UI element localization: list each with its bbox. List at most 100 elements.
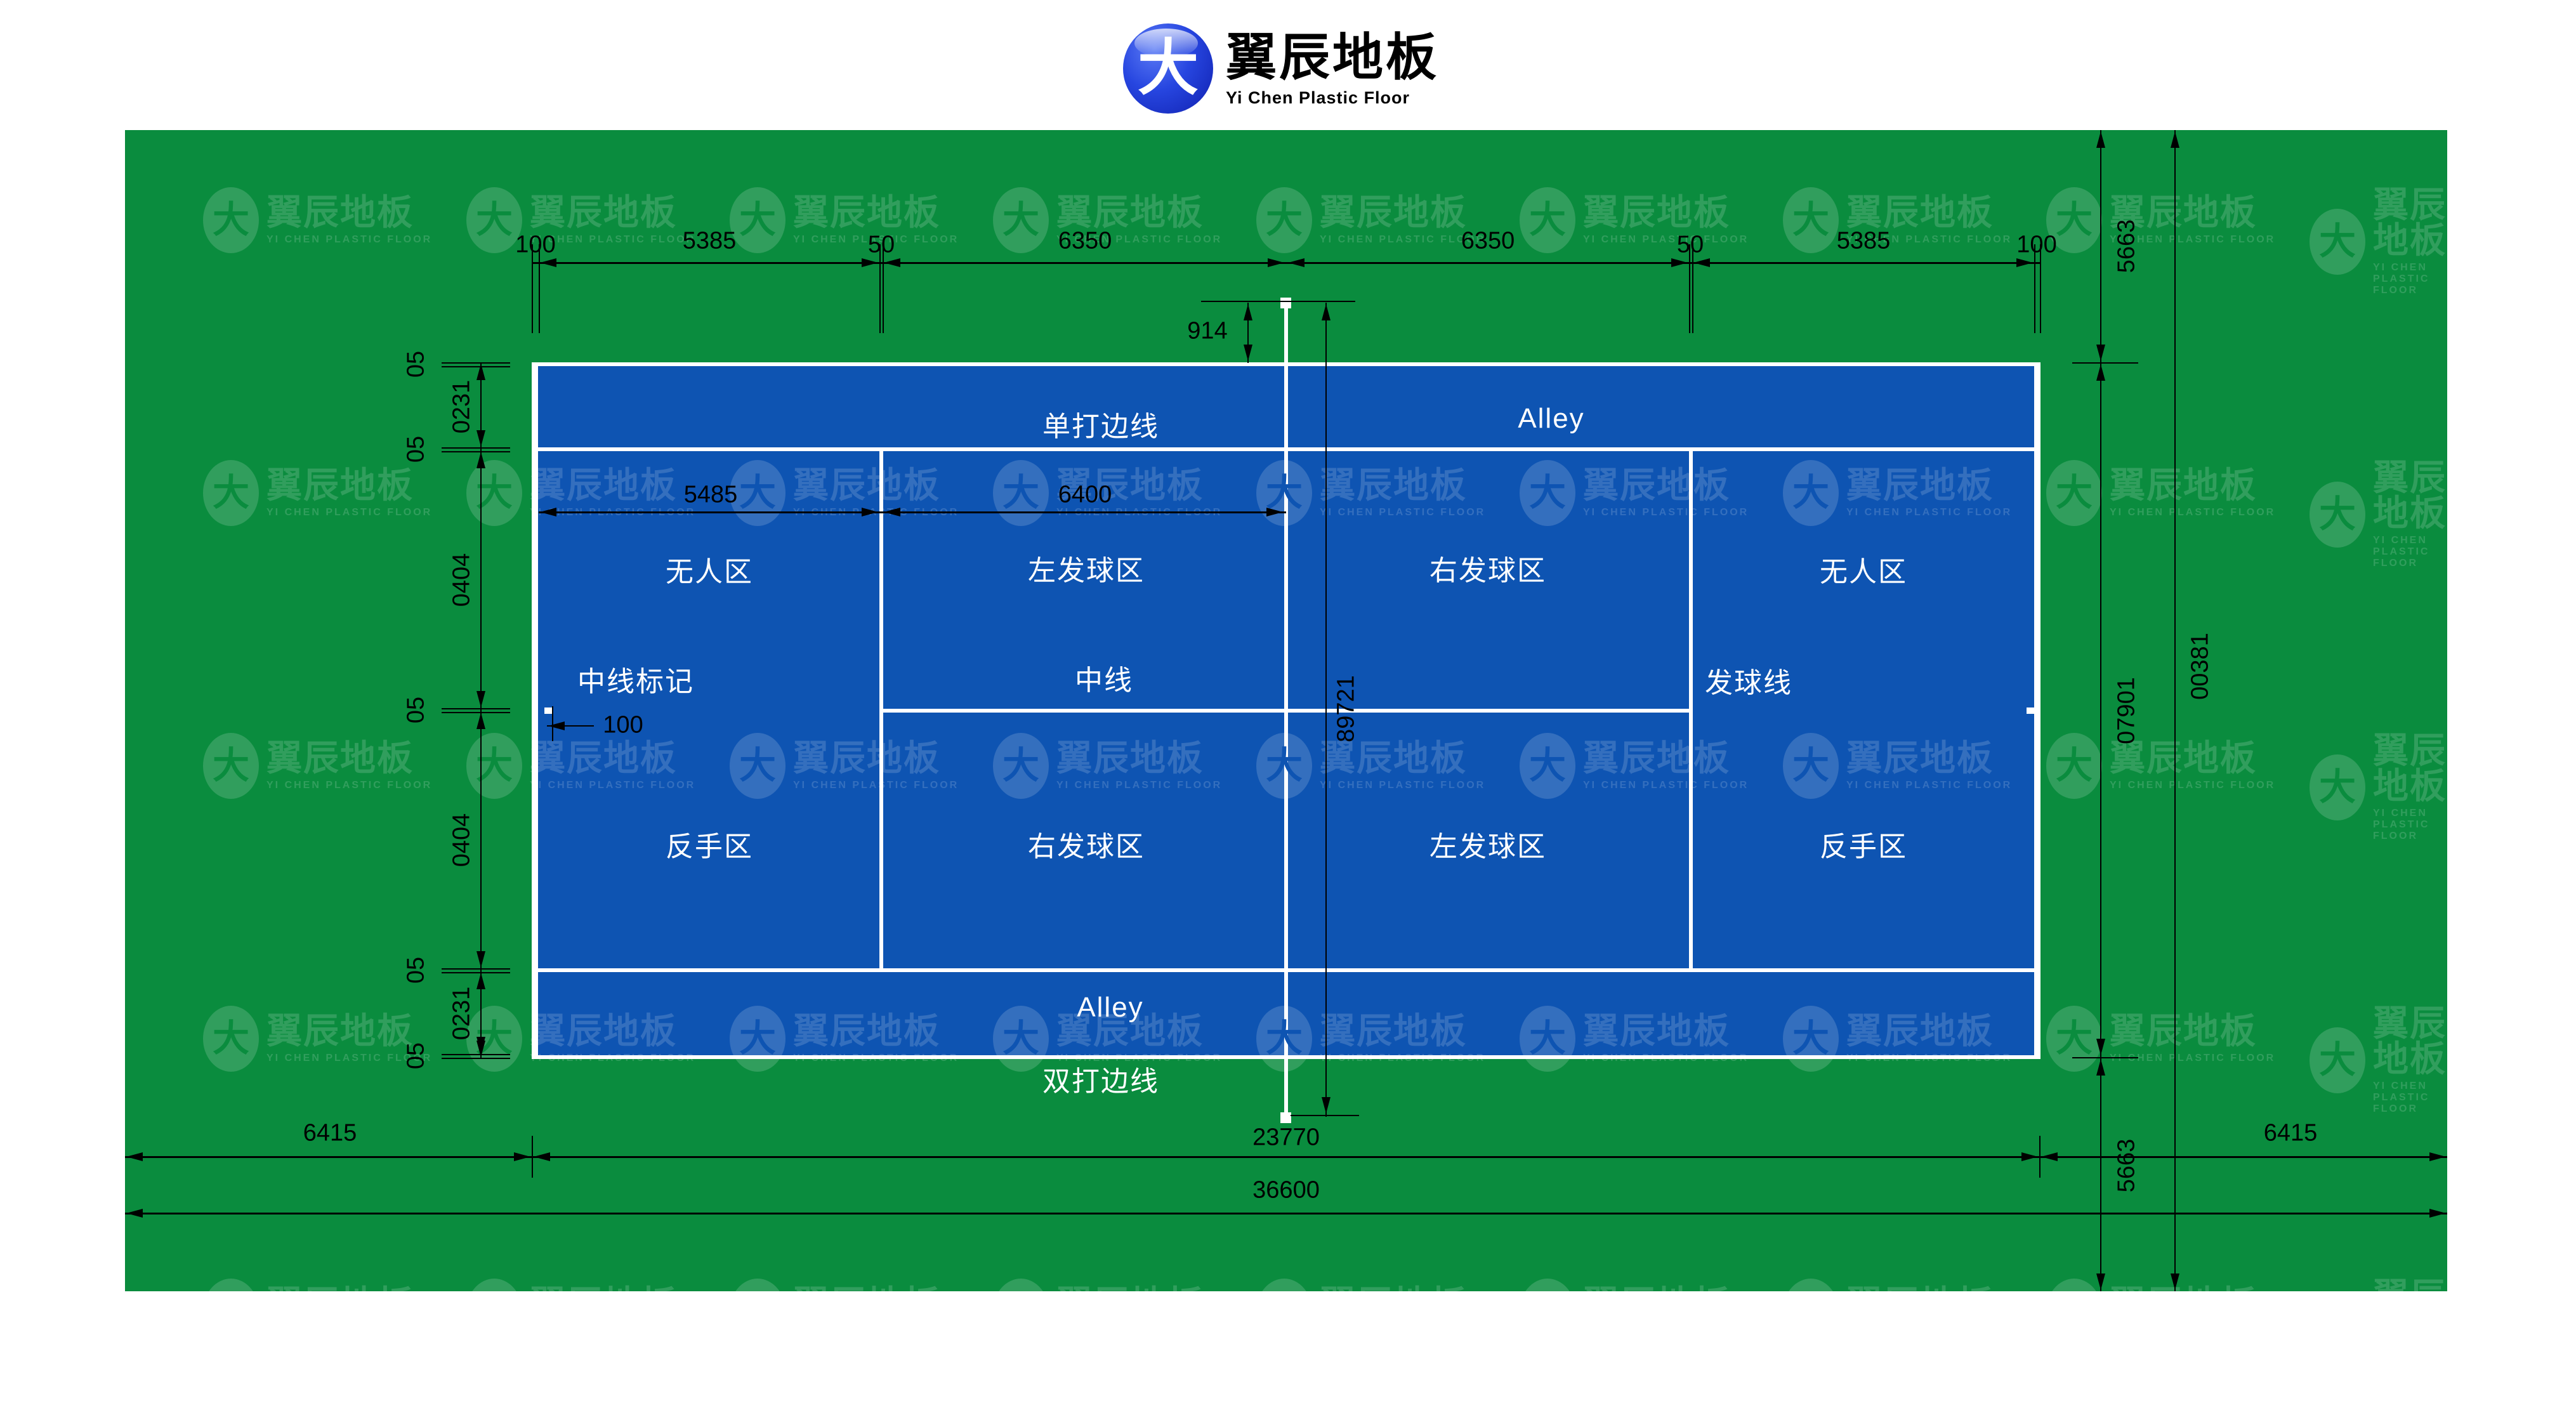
watermark-brand-en: YI CHEN PLASTIC FLOOR — [530, 780, 696, 791]
dim-label: 05 — [402, 1042, 430, 1070]
dim-line — [547, 725, 594, 727]
dim-arrowhead — [514, 1152, 530, 1161]
watermark-logo-icon: 大 — [730, 1279, 785, 1291]
watermark-brand-cn: 翼辰地板 — [793, 465, 940, 505]
watermark-logo-icon: 大 — [2046, 1279, 2102, 1291]
dim-line — [1325, 303, 1327, 1117]
watermark-logo-icon: 大 — [1783, 1279, 1839, 1291]
dim-line — [125, 1213, 2447, 1214]
watermark-logo-icon: 大 — [2310, 209, 2365, 275]
dim-arrowhead — [1322, 304, 1331, 320]
dim-arrowhead — [2096, 345, 2105, 361]
watermark-brand-cn: 翼辰地板 — [530, 1286, 695, 1292]
dim-arrowhead — [1244, 304, 1252, 320]
dim-arrowhead — [2041, 1152, 2058, 1161]
logo-gloss — [1134, 29, 1198, 58]
dim-label: 100 — [2016, 231, 2057, 258]
backhand-zone-bottom-left: 反手区 — [666, 831, 753, 862]
doubles-sideline-label: 双打边线 — [1042, 1066, 1159, 1097]
left-service-box-bottom: 左发球区 — [1429, 831, 1546, 862]
dim-arrowhead — [884, 508, 900, 517]
dim-arrowhead — [540, 258, 556, 267]
logo-mark-glyph: 大 — [1138, 34, 1199, 102]
watermark-logo-icon: 大 — [1520, 1279, 1575, 1291]
watermark-brand-cn: 翼辰地板 — [2373, 1279, 2447, 1292]
dim-line — [1692, 244, 1693, 333]
watermark-brand-en: YI CHEN PLASTIC FLOOR — [793, 780, 959, 791]
dim-line — [125, 1156, 2447, 1158]
watermark-logo-icon: 大 — [730, 1006, 785, 1072]
dim-arrowhead — [476, 691, 485, 708]
watermark-brand-en: YI CHEN PLASTIC FLOOR — [2110, 507, 2276, 518]
dim-label: 6350 — [1058, 227, 1112, 254]
dim-label: 00381 — [2186, 633, 2214, 700]
dim-label: 0404 — [448, 553, 475, 607]
watermark-logo-icon: 大 — [2310, 482, 2365, 548]
dim-line — [2072, 362, 2138, 364]
dim-line — [442, 1054, 510, 1055]
watermark-brand-cn: 翼辰地板 — [1846, 738, 1994, 778]
dim-label: 5485 — [683, 481, 738, 508]
watermark-brand-cn: 翼辰地板 — [793, 738, 940, 778]
dim-arrowhead — [862, 258, 878, 267]
brand-name-en: Yi Chen Plastic Floor — [1226, 88, 1410, 107]
dead-zone-top-left: 无人区 — [666, 556, 753, 588]
watermark-logo-icon: 大 — [1520, 733, 1575, 799]
dim-line — [883, 244, 884, 333]
watermark-brand-en: YI CHEN PLASTIC FLOOR — [793, 1053, 959, 1063]
watermark-brand-en: YI CHEN PLASTIC FLOOR — [1320, 780, 1486, 791]
watermark-brand-en: YI CHEN PLASTIC FLOOR — [1320, 507, 1486, 518]
watermark-brand-en: YI CHEN PLASTIC FLOOR — [1846, 507, 2013, 518]
watermark-brand-en: YI CHEN PLASTIC FLOOR — [1846, 1053, 2013, 1063]
watermark-brand-cn: 翼辰地板 — [1846, 192, 1994, 232]
watermark-logo-icon: 大 — [730, 733, 785, 799]
watermark-brand-cn: 翼辰地板 — [2110, 1286, 2275, 1292]
watermark-brand-cn: 翼辰地板 — [1583, 465, 1730, 505]
watermark-brand-cn: 翼辰地板 — [266, 192, 414, 232]
watermark-brand-en: YI CHEN PLASTIC FLOOR — [2373, 535, 2430, 569]
dim-arrowhead — [476, 951, 485, 968]
watermark-brand-cn: 翼辰地板 — [793, 192, 940, 232]
watermark-logo-icon: 大 — [993, 733, 1049, 799]
watermark-brand-cn: 翼辰地板 — [1056, 1286, 1222, 1292]
watermark-brand-cn: 翼辰地板 — [266, 1286, 432, 1292]
dim-line — [442, 451, 510, 452]
net-post-top — [1280, 298, 1291, 308]
watermark-brand-cn: 翼辰地板 — [2110, 465, 2257, 505]
dim-label: 05 — [402, 696, 430, 724]
watermark-brand-cn: 翼辰地板 — [1320, 192, 1467, 232]
watermark-brand-en: YI CHEN PLASTIC FLOOR — [2373, 262, 2430, 296]
watermark-logo-icon: 大 — [466, 1279, 522, 1291]
watermark-brand-cn: 翼辰地板 — [530, 465, 677, 505]
watermark-brand-en: YI CHEN PLASTIC FLOOR — [1056, 780, 1223, 791]
alley-top-label: Alley — [1518, 403, 1585, 434]
dim-arrowhead — [2016, 258, 2033, 267]
watermark-brand-cn: 翼辰地板 — [266, 738, 414, 778]
watermark-brand-cn: 翼辰地板 — [530, 738, 677, 778]
dim-label: 0231 — [448, 379, 475, 434]
watermark-brand-cn: 翼辰地板 — [266, 465, 414, 505]
brand-name-cn: 翼辰地板 — [1226, 29, 1439, 86]
dim-label: 6400 — [1058, 481, 1112, 508]
left-service-box-top: 左发球区 — [1028, 555, 1145, 586]
watermark-brand-en: YI CHEN PLASTIC FLOOR — [1583, 780, 1749, 791]
dim-arrowhead — [476, 430, 485, 447]
right-service-box-top: 右发球区 — [1429, 555, 1546, 586]
dim-line — [442, 972, 510, 973]
